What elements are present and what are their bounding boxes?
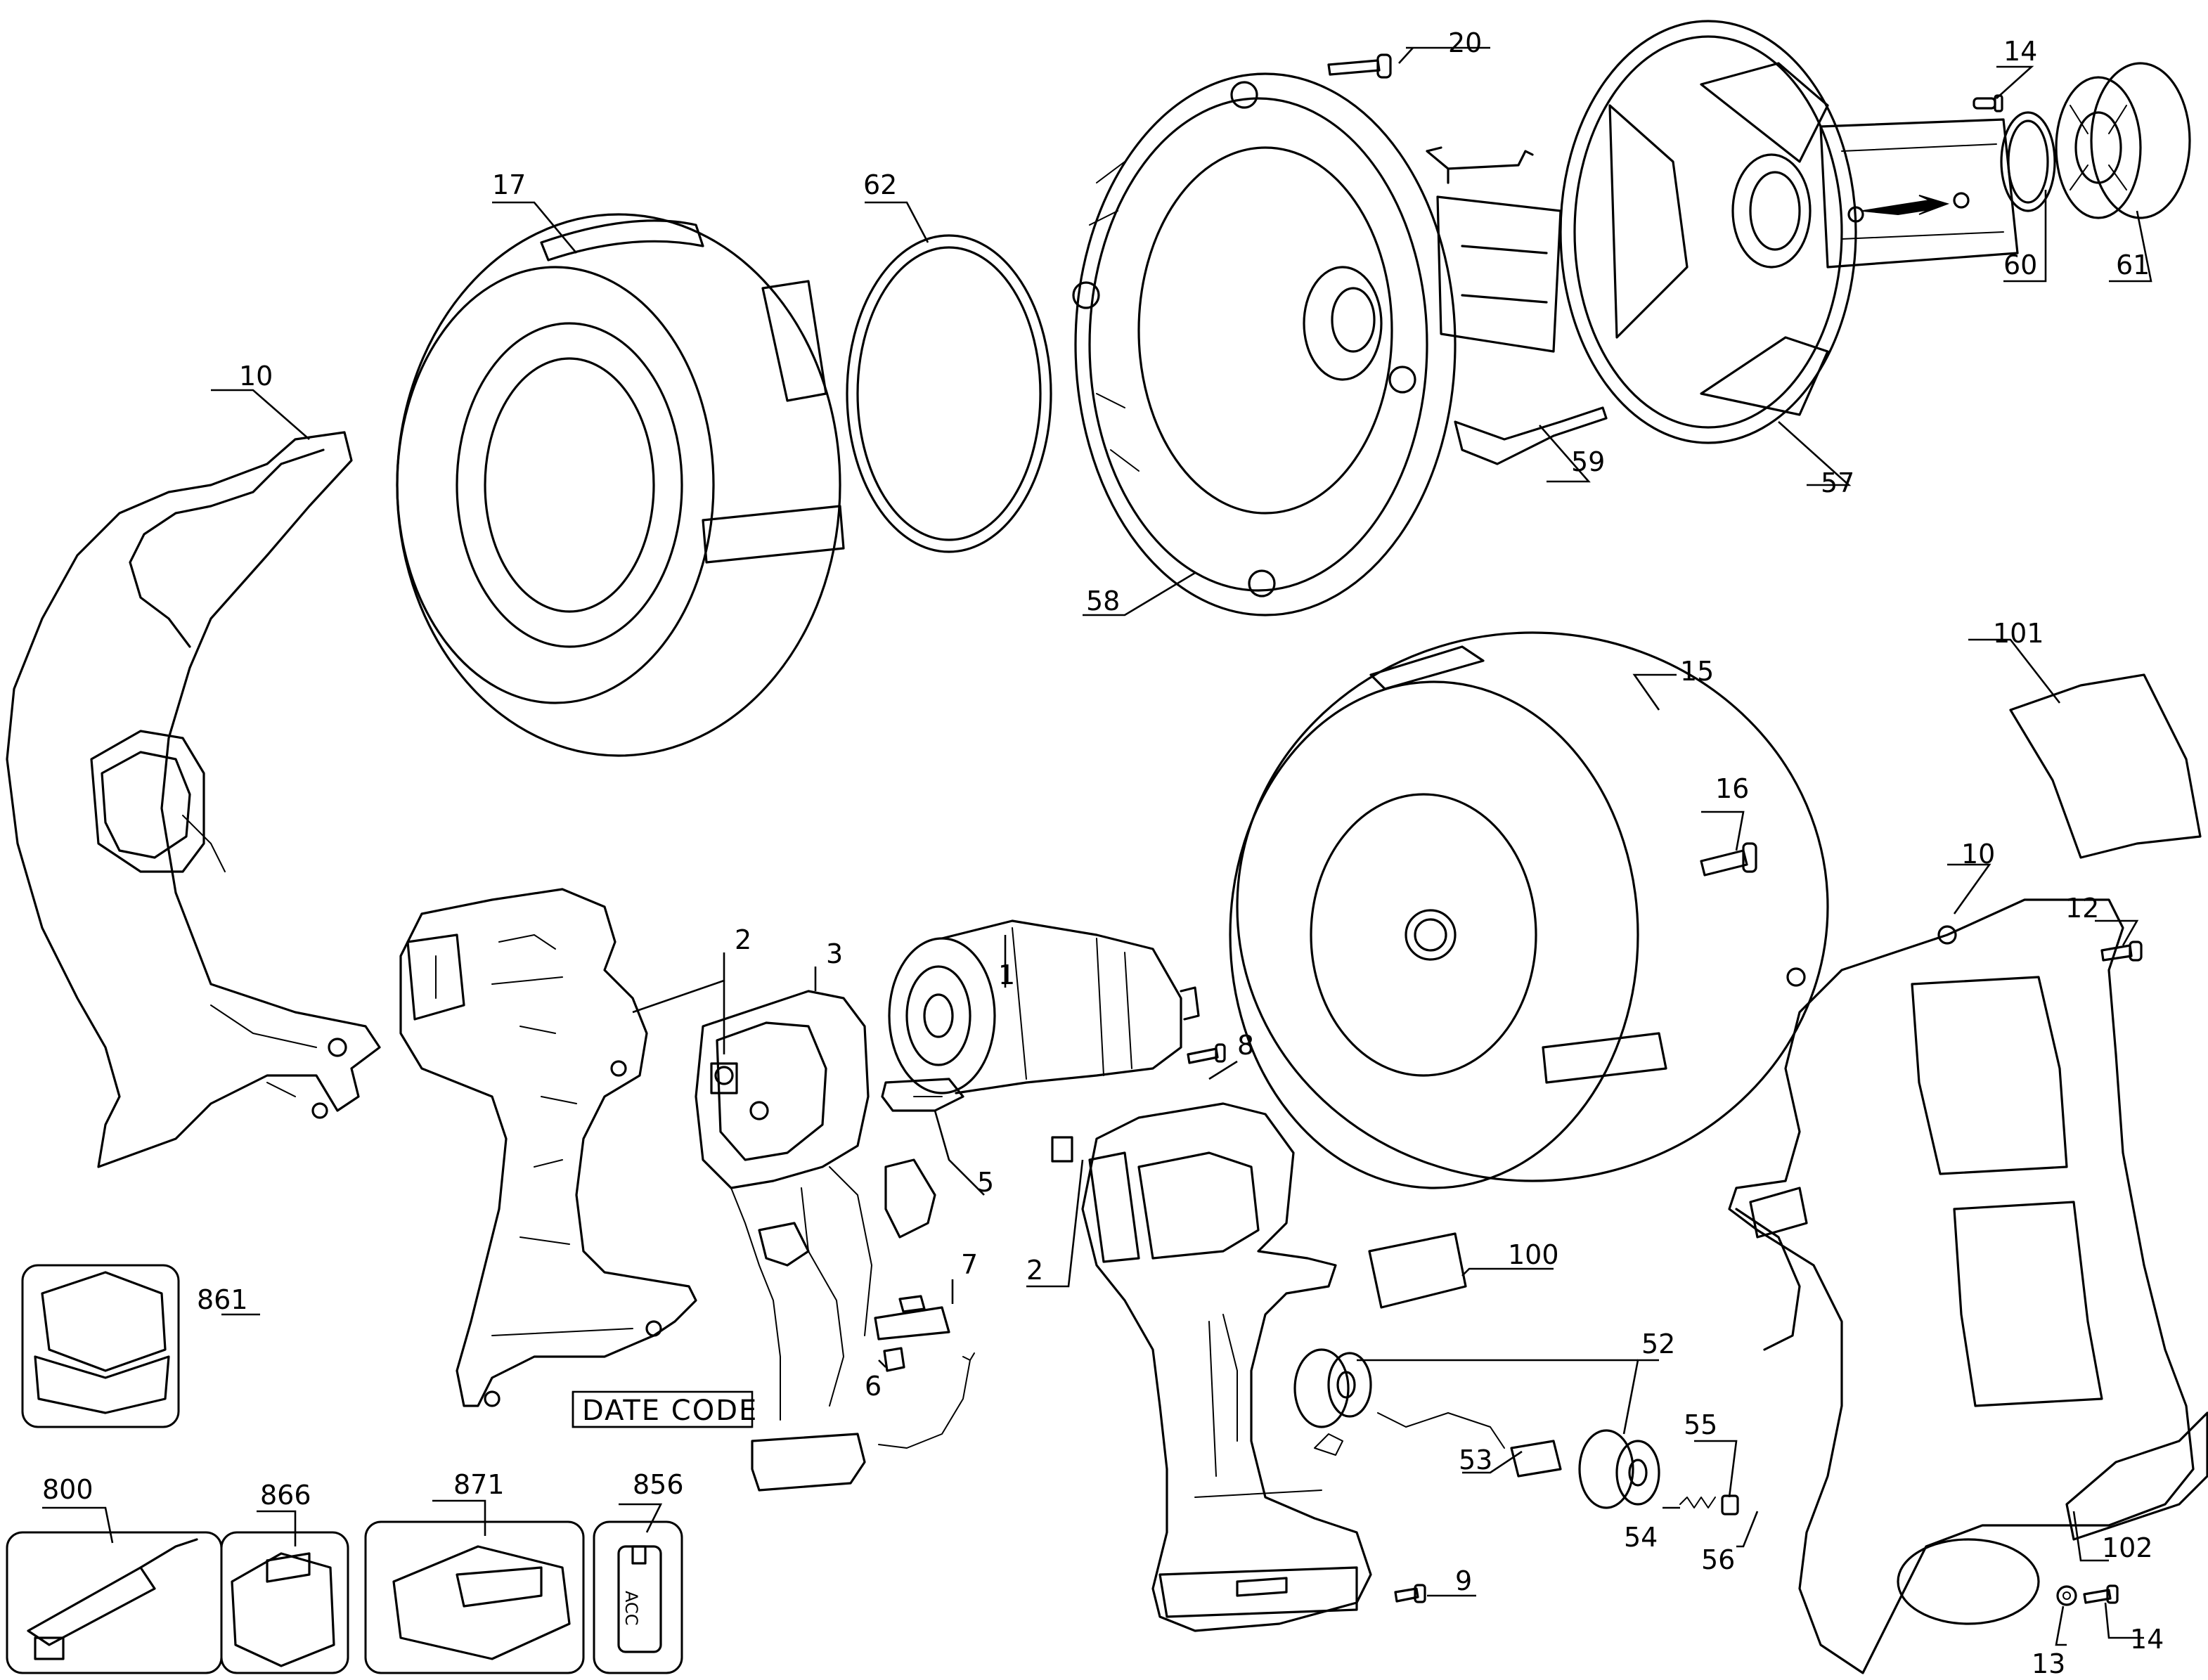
- callout-861: 861: [197, 1284, 248, 1315]
- part-10-left-housing: [6, 431, 381, 1168]
- part-9-screw: [1394, 1584, 1426, 1603]
- part-7-pcb: [874, 1295, 950, 1340]
- leader-lines: [42, 46, 2152, 1646]
- callout-9: 9: [1455, 1565, 1472, 1596]
- housing-with-battery: [1081, 1102, 1372, 1632]
- callout-2-top: 2: [735, 924, 751, 955]
- part-60-clip: [2000, 111, 2056, 212]
- callout-6: 6: [865, 1371, 882, 1402]
- callout-54: 54: [1624, 1522, 1658, 1553]
- callout-16: 16: [1715, 773, 1749, 804]
- part-cylinder-assembly: [1819, 118, 2019, 269]
- callout-866: 866: [260, 1480, 311, 1511]
- part-58-drum-housing: [1072, 72, 1457, 616]
- label-856-text: ACC: [621, 1591, 641, 1626]
- callout-20: 20: [1448, 27, 1482, 58]
- part-2-housing-half: [399, 888, 697, 1407]
- callout-800: 800: [42, 1474, 93, 1505]
- callout-59: 59: [1571, 446, 1605, 477]
- callout-labels: 20 14 17 62 60 61 10 59 57 58 101 15 16 …: [42, 27, 2164, 1679]
- callout-56: 56: [1701, 1544, 1735, 1575]
- callout-52: 52: [1641, 1329, 1675, 1359]
- callout-2-bottom: 2: [1026, 1255, 1043, 1286]
- part-54-spring: [1679, 1497, 1716, 1508]
- part-53-connector: [1314, 1433, 1562, 1478]
- inset-866-battery: [220, 1531, 349, 1674]
- inset-800-tool: [6, 1531, 223, 1674]
- part-56-nut: [1721, 1494, 1739, 1516]
- inset-856-label: [593, 1520, 683, 1674]
- part-61-end-cap: [2055, 62, 2191, 219]
- callout-5: 5: [977, 1167, 994, 1198]
- part-2-small-square-right: [1051, 1136, 1073, 1163]
- part-10-right-housing: [1728, 898, 2195, 1674]
- part-15-wheel-drum: [1229, 631, 1829, 1189]
- callout-62: 62: [863, 169, 897, 200]
- part-5-switch: [881, 1078, 964, 1112]
- callout-10-left: 10: [239, 361, 273, 392]
- callout-7: 7: [961, 1249, 978, 1280]
- callout-57: 57: [1821, 467, 1854, 498]
- part-1-motor: [888, 919, 1200, 1094]
- part-62-ring: [846, 234, 1052, 553]
- part-101-label: [2009, 673, 2202, 859]
- callout-10-right: 10: [1961, 839, 1995, 870]
- callout-3: 3: [826, 938, 843, 969]
- callout-13: 13: [2032, 1648, 2065, 1679]
- part-14-screw-bottom: [2083, 1584, 2119, 1604]
- part-16-pin: [1700, 842, 1757, 877]
- part-2-small-square: [710, 1062, 738, 1094]
- callout-53: 53: [1459, 1445, 1492, 1475]
- callout-856: 856: [633, 1469, 684, 1500]
- callout-1: 1: [998, 959, 1015, 990]
- part-6-terminal: [883, 1347, 905, 1372]
- callout-12: 12: [2065, 893, 2099, 924]
- inset-871-charger: [364, 1520, 585, 1674]
- callout-61: 61: [2116, 250, 2150, 280]
- callout-14-bottom: 14: [2130, 1624, 2164, 1655]
- part-102-flap: [2065, 1411, 2208, 1541]
- callout-55: 55: [1684, 1409, 1717, 1440]
- callout-100: 100: [1508, 1239, 1559, 1270]
- part-52-knob: [1293, 1348, 1660, 1509]
- part-100-label: [1368, 1232, 1467, 1309]
- inset-861-case: [21, 1264, 180, 1428]
- part-20-screw: [1327, 53, 1392, 79]
- callout-871: 871: [453, 1469, 505, 1500]
- part-13-washer: [2056, 1585, 2077, 1606]
- part-3-motor-assembly: [695, 990, 936, 1492]
- callout-8: 8: [1237, 1030, 1254, 1061]
- callout-60: 60: [2003, 250, 2037, 280]
- callout-101: 101: [1993, 618, 2044, 649]
- wire-lead: [878, 1352, 975, 1449]
- callout-102: 102: [2102, 1532, 2153, 1563]
- callout-17: 17: [492, 169, 526, 200]
- callout-58: 58: [1086, 586, 1120, 616]
- date-code-label: DATE CODE: [582, 1395, 758, 1427]
- part-57-drum-face: [1559, 20, 1857, 444]
- part-12-screw: [2100, 941, 2143, 962]
- part-8-pin: [1187, 1043, 1226, 1064]
- callout-14: 14: [2003, 36, 2037, 67]
- part-17-shroud: [396, 213, 845, 757]
- part-59-bracket: [1426, 146, 1608, 465]
- callout-15: 15: [1680, 656, 1714, 687]
